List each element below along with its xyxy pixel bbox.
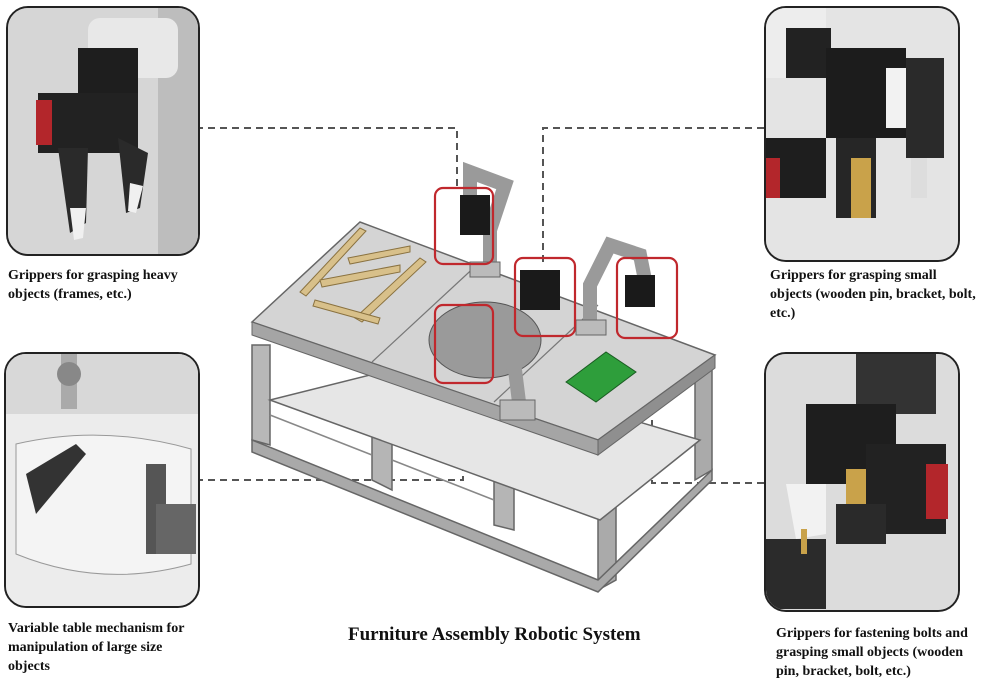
caption-line: etc.) [770, 306, 796, 321]
photo-fastening-gripper [764, 352, 960, 612]
diagram-title: Furniture Assembly Robotic System [348, 624, 641, 645]
caption-line: pin, bracket, bolt, etc.) [776, 664, 911, 679]
caption-line: Variable table mechanism for [8, 621, 185, 636]
highlight-boxes [433, 186, 679, 385]
caption-heavy-gripper: Grippers for grasping heavy objects (fra… [8, 266, 198, 304]
caption-line: grasping small objects (wooden [776, 645, 964, 660]
caption-fastening-gripper: Grippers for fastening bolts and graspin… [776, 624, 996, 681]
highlight-box-small-gripper [513, 256, 577, 338]
caption-variable-table: Variable table mechanism for manipulatio… [8, 619, 208, 676]
photo-small-object-gripper [764, 6, 960, 262]
caption-line: Grippers for grasping small [770, 268, 937, 283]
table-top [250, 221, 717, 456]
highlight-box-variable-table [433, 303, 495, 385]
caption-line: objects [8, 659, 50, 674]
highlight-box-heavy-gripper [433, 186, 495, 266]
caption-line: objects (wooden pin, bracket, bolt, [770, 287, 976, 302]
caption-line: Grippers for fastening bolts and [776, 626, 968, 641]
caption-line: Grippers for grasping heavy [8, 268, 178, 283]
wooden-frames [299, 227, 427, 325]
caption-small-object-gripper: Grippers for grasping small objects (woo… [770, 266, 990, 323]
robot-arms [460, 161, 655, 421]
caption-line: manipulation of large size [8, 640, 163, 655]
highlight-box-fastening-gripper [615, 256, 679, 340]
connector-top-right [542, 127, 764, 262]
photo-heavy-gripper [6, 6, 200, 256]
photo-variable-table [4, 352, 200, 608]
caption-line: objects (frames, etc.) [8, 287, 132, 302]
connector-top-left [196, 127, 458, 188]
table-frame [251, 344, 713, 593]
